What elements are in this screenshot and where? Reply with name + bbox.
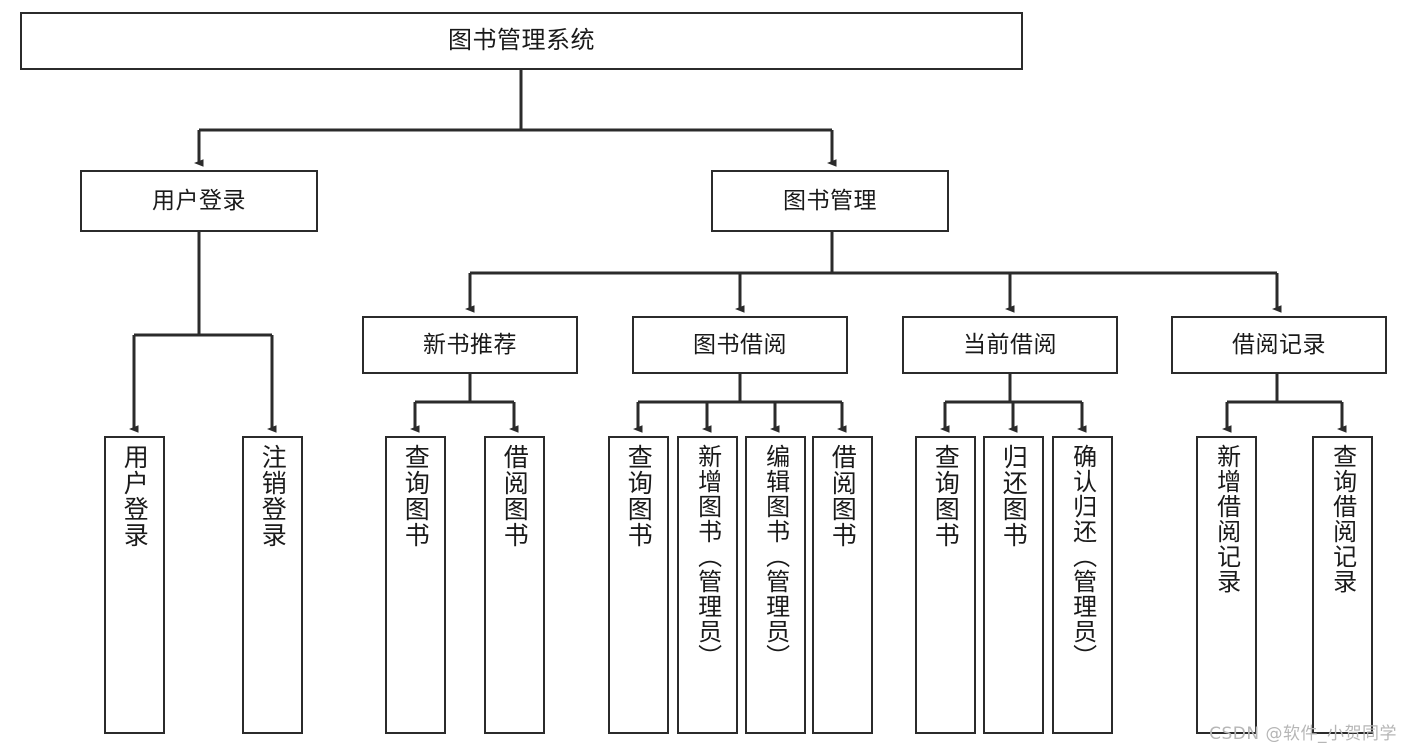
leaf-query-book-1-label: 查询图书 — [401, 444, 431, 548]
node-root[interactable]: 图书管理系统 — [20, 12, 1023, 70]
leaf-query-record[interactable]: 查询借阅记录 — [1312, 436, 1373, 734]
leaf-confirm-return[interactable]: 确认归还（管理员） — [1052, 436, 1113, 734]
node-root-label: 图书管理系统 — [448, 26, 595, 55]
leaf-add-record[interactable]: 新增借阅记录 — [1196, 436, 1257, 734]
leaf-borrow-book-2-label: 借阅图书 — [828, 444, 858, 548]
node-current-borrow[interactable]: 当前借阅 — [902, 316, 1118, 374]
node-book-manage[interactable]: 图书管理 — [711, 170, 949, 232]
leaf-user-login-label: 用户登录 — [120, 444, 150, 548]
leaf-logout-label: 注销登录 — [258, 444, 288, 548]
node-new-book-rec[interactable]: 新书推荐 — [362, 316, 578, 374]
node-user-login-label: 用户登录 — [152, 187, 246, 214]
leaf-query-book-2[interactable]: 查询图书 — [608, 436, 669, 734]
leaf-borrow-book-1[interactable]: 借阅图书 — [484, 436, 545, 734]
node-current-borrow-label: 当前借阅 — [963, 331, 1057, 358]
leaf-borrow-book-1-label: 借阅图书 — [500, 444, 530, 548]
node-new-book-rec-label: 新书推荐 — [423, 331, 517, 358]
leaf-add-book[interactable]: 新增图书（管理员） — [677, 436, 738, 734]
csdn-watermark: CSDN @软件_小贺同学 — [1209, 724, 1397, 744]
leaf-add-book-label: 新增图书（管理员） — [693, 444, 722, 669]
leaf-query-record-label: 查询借阅记录 — [1328, 444, 1357, 594]
leaf-user-login[interactable]: 用户登录 — [104, 436, 165, 734]
leaf-edit-book[interactable]: 编辑图书（管理员） — [745, 436, 806, 734]
node-user-login[interactable]: 用户登录 — [80, 170, 318, 232]
leaf-add-record-label: 新增借阅记录 — [1212, 444, 1241, 594]
node-book-borrow-label: 图书借阅 — [693, 331, 787, 358]
leaf-borrow-book-2[interactable]: 借阅图书 — [812, 436, 873, 734]
leaf-query-book-2-label: 查询图书 — [624, 444, 654, 548]
leaf-query-book-1[interactable]: 查询图书 — [385, 436, 446, 734]
leaf-return-book[interactable]: 归还图书 — [983, 436, 1044, 734]
leaf-edit-book-label: 编辑图书（管理员） — [761, 444, 790, 669]
leaf-query-book-3[interactable]: 查询图书 — [915, 436, 976, 734]
node-borrow-record[interactable]: 借阅记录 — [1171, 316, 1387, 374]
leaf-return-book-label: 归还图书 — [999, 444, 1029, 548]
node-book-manage-label: 图书管理 — [783, 187, 877, 214]
node-borrow-record-label: 借阅记录 — [1232, 331, 1326, 358]
leaf-logout[interactable]: 注销登录 — [242, 436, 303, 734]
leaf-confirm-return-label: 确认归还（管理员） — [1068, 444, 1097, 669]
leaf-query-book-3-label: 查询图书 — [931, 444, 961, 548]
node-book-borrow[interactable]: 图书借阅 — [632, 316, 848, 374]
